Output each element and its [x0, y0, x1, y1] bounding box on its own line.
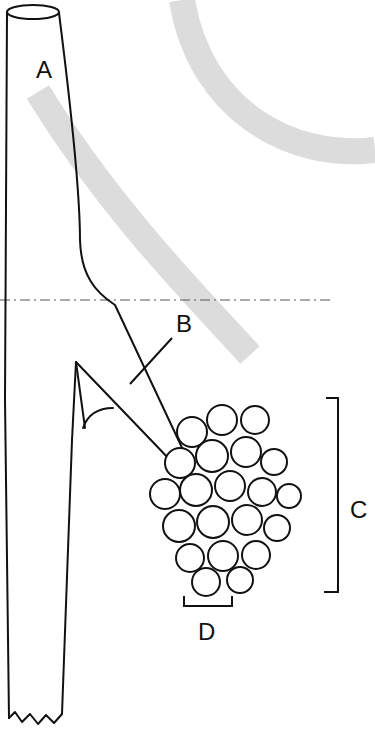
cell [232, 505, 262, 535]
part-label: A [36, 58, 52, 82]
leader-line [130, 338, 172, 384]
cell [261, 449, 287, 475]
cell [231, 437, 261, 467]
watermark-stroke [182, 0, 375, 151]
cell [241, 406, 269, 434]
bracket [324, 398, 338, 592]
stalk-edge [5, 13, 9, 718]
cell [176, 544, 204, 572]
branch-base [83, 408, 113, 428]
brackets [130, 338, 338, 606]
cell-cluster [150, 405, 301, 596]
cell [197, 506, 229, 538]
cell [180, 474, 212, 506]
stalk-edge [59, 13, 184, 452]
cell [242, 541, 270, 569]
cell [227, 567, 253, 593]
cell [215, 471, 245, 501]
cell [277, 484, 301, 508]
dash-dot-line [0, 300, 330, 301]
stalk-break [9, 712, 62, 724]
part-label: D [198, 620, 215, 644]
cell [196, 440, 228, 472]
cell [163, 510, 195, 542]
cell [248, 478, 276, 506]
cell [208, 541, 238, 571]
bracket [184, 596, 232, 606]
cell [207, 405, 237, 435]
part-label: C [350, 498, 367, 522]
cell [150, 479, 180, 509]
branch-edge [62, 362, 172, 714]
watermark-stroke [38, 92, 250, 355]
watermark [38, 0, 375, 355]
cell [264, 515, 290, 541]
cell [165, 448, 195, 478]
part-label: B [176, 312, 192, 336]
cell [192, 568, 220, 596]
stalk-opening [7, 5, 59, 19]
branch-base [76, 362, 85, 428]
stalk [5, 5, 184, 724]
